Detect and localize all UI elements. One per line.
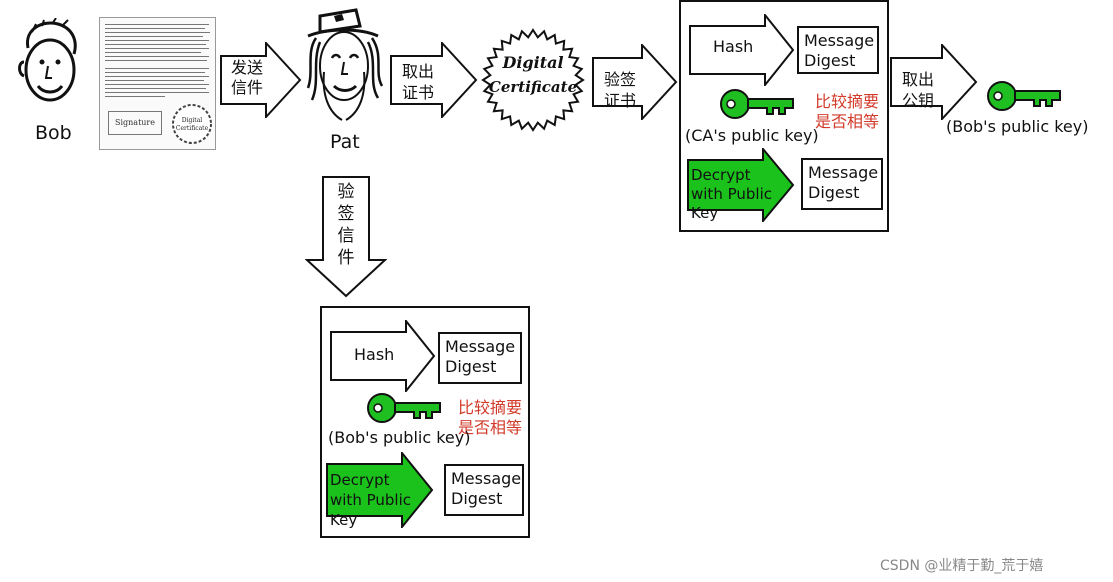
verify-certificate-label-2: 证书	[604, 91, 637, 110]
bob-label: Bob	[35, 122, 72, 144]
svg-text:Digital: Digital	[182, 117, 202, 124]
signed-letter: Signature Digital Certificate	[99, 17, 216, 150]
svg-text:Certificate: Certificate	[176, 125, 209, 132]
pat-label: Pat	[330, 131, 360, 153]
certificate-text-line2: Certificate	[489, 78, 577, 96]
verify-letter-char-4: 件	[337, 248, 355, 268]
take-pubkey-label-2: 公钥	[902, 91, 935, 110]
ca-compare-label-1: 比较摘要	[815, 92, 880, 111]
decrypt-arrow-icon	[687, 148, 795, 222]
take-certificate-label-2: 证书	[402, 83, 435, 102]
take-certificate-label-1: 取出	[402, 62, 435, 81]
pat-face-icon	[306, 8, 384, 121]
bob-key-icon	[987, 81, 1061, 111]
ca-public-key-label: (CA's public key)	[685, 126, 819, 145]
hash-arrow-icon	[689, 14, 795, 86]
signature-box: Signature	[108, 111, 162, 135]
certificate-text-line1: Digital	[501, 53, 563, 72]
bob-public-key-label: (Bob's public key)	[946, 117, 1089, 136]
take-pubkey-label-1: 取出	[902, 70, 935, 89]
letter-verification-panel: Hash Message Digest 比较摘要 是否相等 (Bob's pub…	[320, 306, 530, 538]
watermark: CSDN @业精于勤_荒于嬉	[880, 558, 1044, 574]
verify-letter-char-1: 验	[337, 182, 355, 202]
ca-key-icon	[720, 89, 794, 119]
hash-label: Hash	[354, 345, 395, 364]
message-digest-box-1: Message Digest	[797, 26, 879, 74]
hash-arrow-icon	[330, 320, 436, 392]
bob-face-icon	[18, 18, 77, 102]
take-certificate-arrow-icon	[390, 42, 478, 118]
bob-public-key-label-2: (Bob's public key)	[328, 428, 471, 447]
verify-letter-arrow-icon	[305, 176, 387, 298]
decrypt-arrow-icon	[326, 452, 434, 528]
letter-compare-label-2: 是否相等	[458, 418, 523, 437]
verify-certificate-arrow-icon	[592, 44, 678, 120]
letter-compare-label-1: 比较摘要	[458, 398, 523, 417]
ca-verification-panel: Hash Message Digest 比较摘要 是否相等 (CA's publ…	[679, 0, 889, 232]
send-letter-label: 发送信件	[231, 58, 264, 97]
verify-certificate-label-1: 验签	[604, 70, 637, 89]
hash-label: Hash	[713, 37, 754, 56]
decrypt-label: Decrypt with Public Key	[691, 166, 772, 222]
send-letter-arrow-icon	[220, 42, 302, 118]
seal-icon: Digital Certificate	[172, 104, 212, 144]
decrypt-label: Decrypt with Public Key	[330, 471, 411, 529]
ca-compare-label-2: 是否相等	[815, 112, 880, 131]
message-digest-box-2: Message Digest	[444, 464, 524, 516]
bob-key-small-icon	[367, 393, 441, 423]
verify-letter-char-3: 信	[337, 226, 355, 246]
digital-certificate-seal-icon: Digital Certificate	[481, 28, 585, 132]
take-pubkey-arrow-icon	[890, 44, 978, 120]
message-digest-box-1: Message Digest	[438, 332, 522, 384]
verify-letter-char-2: 签	[337, 204, 355, 224]
message-digest-box-2: Message Digest	[801, 158, 883, 210]
